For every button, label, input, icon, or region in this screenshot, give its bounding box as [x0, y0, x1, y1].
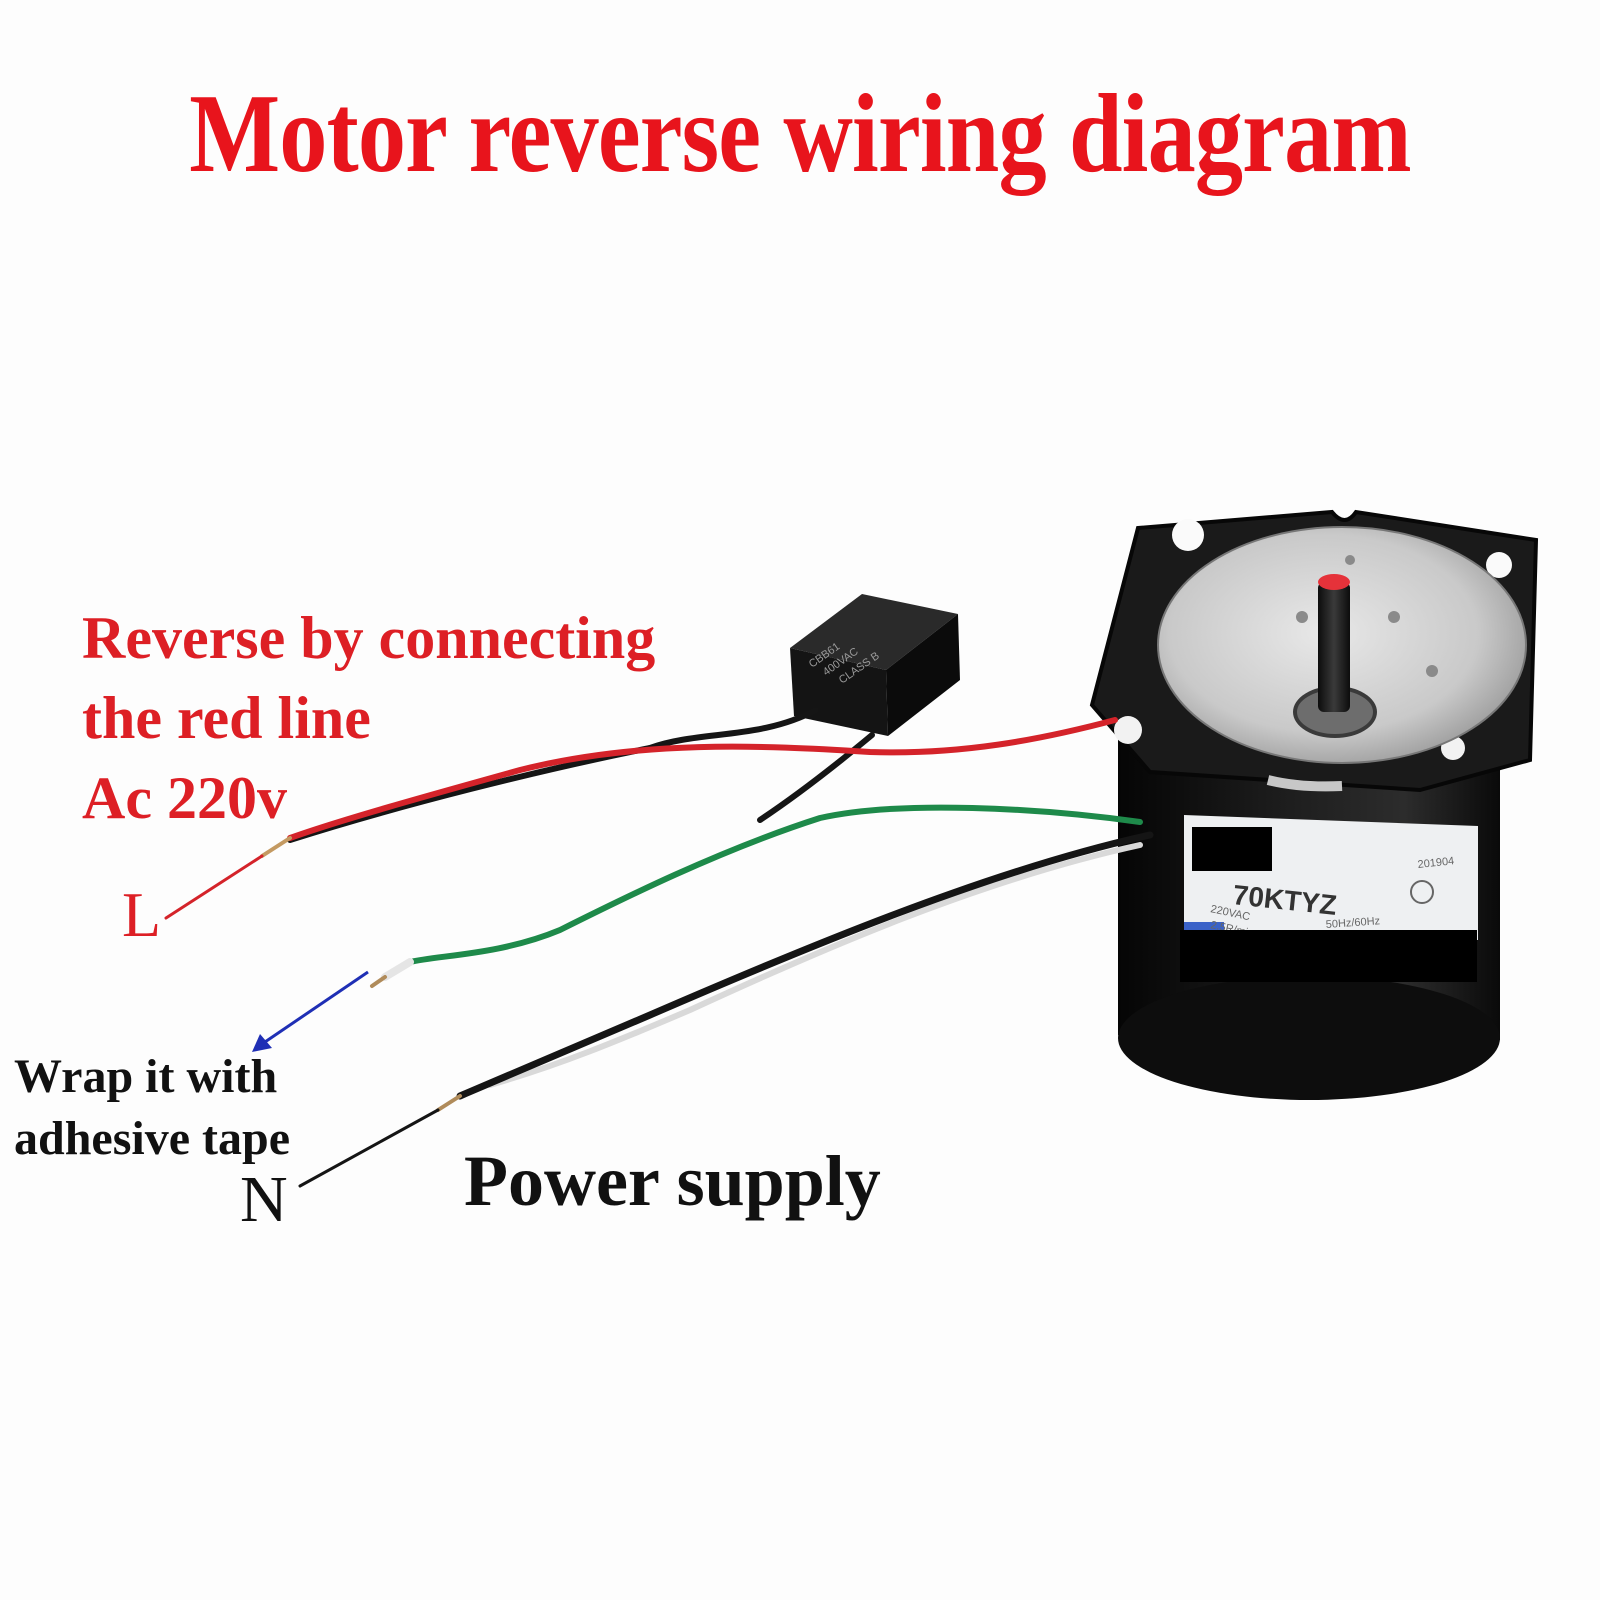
- wire-white: [487, 842, 1143, 1088]
- plate-line: 50Hz/60Hz: [1325, 915, 1380, 931]
- voltage-note-line: Ac 220v: [82, 765, 287, 831]
- redaction-box: [1180, 930, 1477, 982]
- flange-hole: [1114, 716, 1142, 744]
- capacitor-lead: [757, 732, 875, 823]
- wire-red: [287, 717, 1118, 841]
- tape-note-line: Wrap it with: [14, 1050, 278, 1103]
- reverse-note-line: Reverse by connecting: [82, 605, 656, 671]
- motor: 70KTYZ 220VAC 2.5R/min 50Hz/60Hz 201904: [1089, 509, 1539, 1100]
- wire-green-end: [381, 958, 414, 981]
- wire-green: [407, 804, 1143, 965]
- wire-n-pointer: [298, 1108, 440, 1188]
- page-title: Motor reverse wiring diagram: [189, 72, 1411, 196]
- power-supply-label: Power supply: [464, 1141, 881, 1221]
- wire-black-n: [456, 831, 1154, 1100]
- face-screw: [1345, 555, 1355, 565]
- live-label: L: [122, 879, 162, 950]
- tape-arrow: [252, 970, 369, 1052]
- tape-note: Wrap it with adhesive tape: [14, 1046, 374, 1170]
- reverse-note: Reverse by connecting the red line Ac 22…: [82, 598, 722, 838]
- wire-green-strip: [370, 975, 387, 988]
- motor-band: [1266, 775, 1343, 792]
- face-screw: [1426, 665, 1438, 677]
- face-screw: [1388, 611, 1400, 623]
- redaction-box: [1192, 827, 1272, 871]
- wire-l-pointer: [164, 854, 264, 920]
- face-screw: [1296, 611, 1308, 623]
- reverse-note-line: the red line: [82, 685, 371, 751]
- capacitor-lead: [647, 707, 819, 751]
- date-code: 201904: [1417, 855, 1455, 871]
- certification-mark-icon: [1410, 880, 1434, 904]
- capacitor-side: [886, 614, 960, 736]
- neutral-label: N: [240, 1163, 288, 1236]
- capacitor: CBB61 400VAC CLASS B: [790, 594, 960, 736]
- tape-note-line: adhesive tape: [14, 1112, 290, 1165]
- capacitor-top: [790, 594, 958, 670]
- wire-black-n-strip: [436, 1094, 462, 1112]
- wires: [164, 707, 1154, 1188]
- flange-hole: [1486, 552, 1512, 578]
- shaft-tip: [1318, 574, 1350, 590]
- flange-hole: [1172, 519, 1204, 551]
- output-shaft: [1318, 582, 1350, 712]
- wire-red-strip: [260, 836, 292, 858]
- arrow-head-icon: [252, 1034, 272, 1052]
- motor-body-bottom: [1118, 976, 1500, 1100]
